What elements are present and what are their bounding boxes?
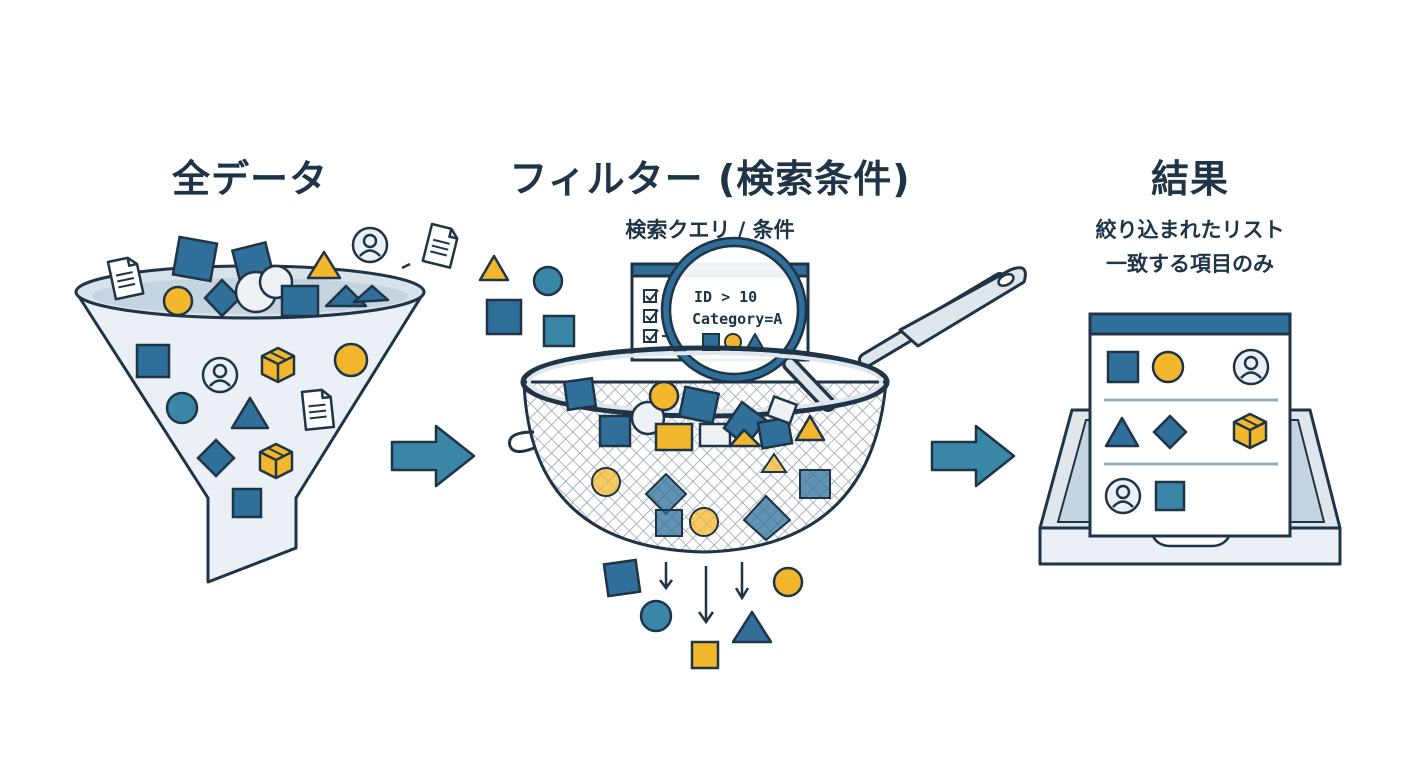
arrow-right-icon xyxy=(930,424,1016,488)
stage-subtitle-result-line2: 一致する項目のみ xyxy=(1106,252,1274,276)
stage-subtitle-result-line1: 絞り込まれたリスト xyxy=(1095,218,1285,242)
arrow-right-icon xyxy=(390,424,476,488)
result-list-panel xyxy=(1088,312,1292,538)
stage-title-all-data: 全データ xyxy=(171,157,328,201)
query-line-2: Category=A xyxy=(692,310,782,328)
stage-title-filter: フィルター (検索条件) xyxy=(509,157,911,201)
query-line-1: ID > 10 xyxy=(694,288,757,306)
flying-items xyxy=(351,222,576,348)
funnel-items-inside xyxy=(135,342,369,519)
stage-subtitle-filter: 検索クエリ / 条件 xyxy=(625,218,795,242)
stage-title-result: 結果 xyxy=(1150,157,1229,201)
funnel-items-top xyxy=(106,235,390,318)
falling-items xyxy=(602,558,804,670)
strainer-items xyxy=(562,376,831,542)
